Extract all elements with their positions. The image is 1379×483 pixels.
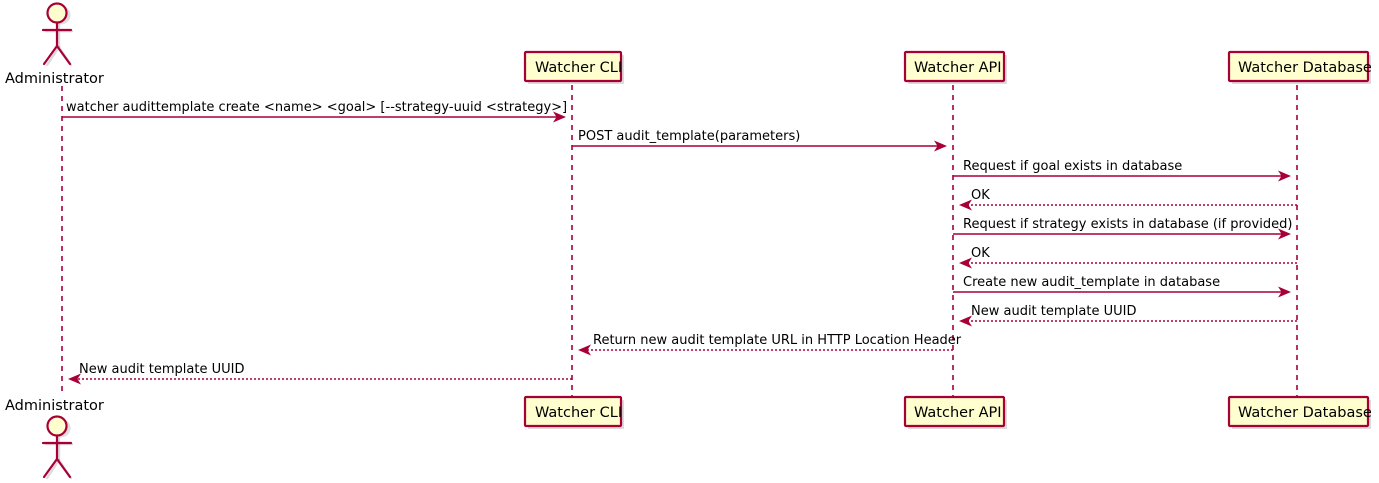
message-7[interactable]: Create new audit_template in database — [953, 275, 1291, 298]
arrow-left-icon — [578, 344, 591, 356]
message-label: watcher audittemplate create <name> <goa… — [66, 100, 567, 115]
participant-label-watcher-api: Watcher API — [914, 60, 1002, 76]
actor-label-administrator-bottom: Administrator — [5, 398, 104, 414]
participant-box-rect — [523, 395, 623, 428]
participant-label-watcher-cli: Watcher CLI — [535, 60, 622, 76]
actor-leg-left-icon — [42, 44, 59, 66]
message-label: Request if strategy exists in database (… — [963, 217, 1292, 232]
message-label: New audit template UUID — [79, 362, 244, 377]
participant-box-watcher-database-top[interactable]: Watcher Database — [1227, 50, 1372, 84]
participant-box-rect — [903, 50, 1006, 83]
message-label: Request if goal exists in database — [963, 159, 1182, 174]
actor-head-icon — [46, 415, 68, 437]
message-6[interactable]: OK — [959, 246, 1297, 269]
message-label: POST audit_template(parameters) — [578, 129, 800, 144]
participant-box-watcher-cli-bottom[interactable]: Watcher CLI — [523, 395, 624, 429]
message-5[interactable]: Request if strategy exists in database (… — [953, 217, 1292, 240]
participant-box-rect — [903, 395, 1006, 428]
message-label: OK — [971, 188, 990, 203]
message-1[interactable]: watcher audittemplate create <name> <goa… — [62, 100, 567, 123]
message-4[interactable]: OK — [959, 188, 1297, 211]
actor-leg-left-icon — [42, 457, 59, 479]
message-label: Return new audit template URL in HTTP Lo… — [593, 333, 962, 348]
message-8[interactable]: New audit template UUID — [959, 304, 1297, 327]
message-label: New audit template UUID — [971, 304, 1136, 319]
participant-box-watcher-cli-top[interactable]: Watcher CLI — [523, 50, 624, 84]
participant-label-watcher-database: Watcher Database — [1238, 405, 1372, 421]
actor-administrator-top[interactable]: Administrator — [5, 2, 104, 88]
actor-leg-right-icon — [55, 44, 72, 66]
participant-box-watcher-api-bottom[interactable]: Watcher API — [903, 395, 1007, 429]
message-3[interactable]: Request if goal exists in database — [953, 159, 1291, 182]
message-2[interactable]: POST audit_template(parameters) — [572, 129, 947, 152]
actor-label-administrator-top: Administrator — [5, 71, 104, 87]
actor-administrator-bottom[interactable]: Administrator — [5, 398, 104, 480]
participant-box-rect — [523, 50, 623, 83]
message-label: OK — [971, 246, 990, 261]
participant-box-rect — [1227, 50, 1370, 83]
message-10[interactable]: New audit template UUID — [68, 362, 572, 385]
participant-box-rect — [1227, 395, 1370, 428]
message-9[interactable]: Return new audit template URL in HTTP Lo… — [578, 333, 962, 356]
participant-box-watcher-database-bottom[interactable]: Watcher Database — [1227, 395, 1372, 429]
participant-label-watcher-database: Watcher Database — [1238, 60, 1372, 76]
participant-label-watcher-api: Watcher API — [914, 405, 1002, 421]
actor-leg-right-icon — [55, 457, 72, 479]
lifelines-group — [61, 85, 1298, 396]
participant-label-watcher-cli: Watcher CLI — [535, 405, 622, 421]
message-label: Create new audit_template in database — [963, 275, 1220, 290]
participant-box-watcher-api-top[interactable]: Watcher API — [903, 50, 1007, 84]
actor-head-icon — [46, 2, 68, 24]
